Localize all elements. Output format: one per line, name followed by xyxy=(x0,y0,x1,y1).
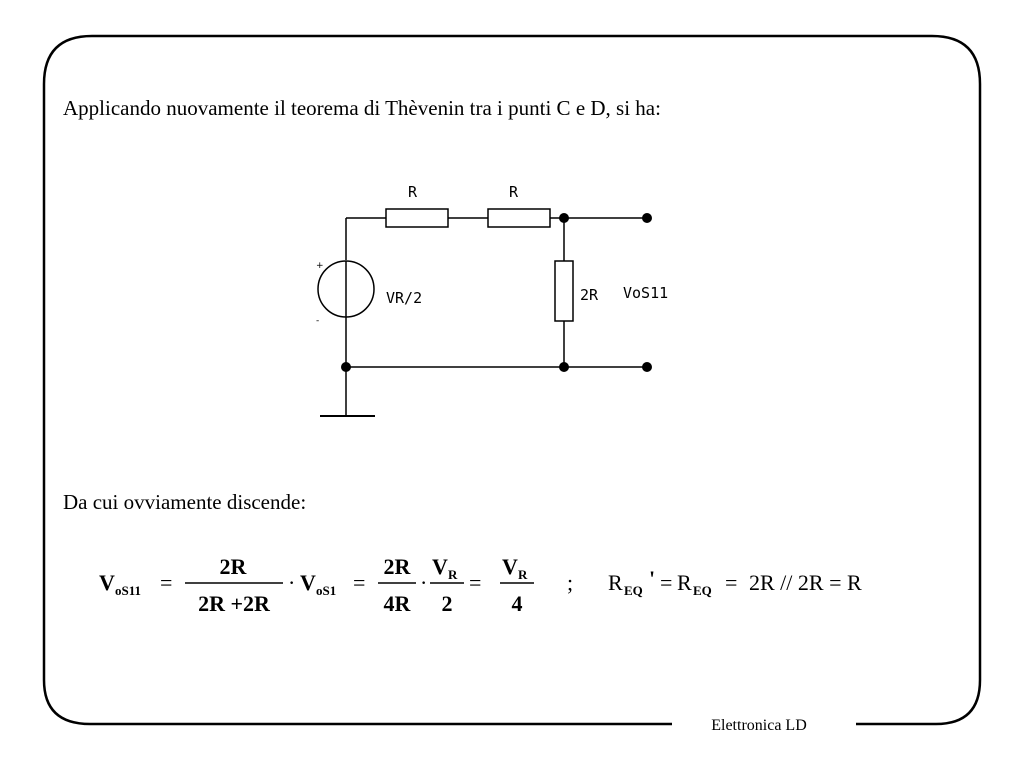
frac4-numerator-v: V xyxy=(502,554,518,579)
resistor-2-label: R xyxy=(509,183,519,201)
formula-req-2: R xyxy=(677,570,692,595)
frac3-denominator: 2 xyxy=(442,591,453,616)
formula-req-2-subscript: EQ xyxy=(693,583,712,598)
frac4-denominator: 4 xyxy=(512,591,523,616)
formula-req-1: R xyxy=(608,570,623,595)
formula-lhs-subscript: oS11 xyxy=(115,583,141,598)
formula-equals-5: = xyxy=(725,570,737,595)
frac1-denominator: 2R +2R xyxy=(198,591,271,616)
frac4-numerator-subscript: R xyxy=(518,567,528,582)
formula-result: 2R // 2R = R xyxy=(749,570,862,595)
frac3-numerator-subscript: R xyxy=(448,567,458,582)
node-bottom-right xyxy=(559,362,569,372)
circuit-diagram: + - R R VR/2 2R VoS11 xyxy=(316,183,668,417)
footer-label: Elettronica LD xyxy=(672,716,846,736)
frac1-numerator: 2R xyxy=(220,554,248,579)
resistor-3 xyxy=(554,260,574,322)
formula-separator: ; xyxy=(567,570,573,595)
formula-req-1-subscript: EQ xyxy=(624,583,643,598)
formula-dot-2: · xyxy=(420,570,427,595)
formula-v-os1-subscript: oS1 xyxy=(316,583,336,598)
output-voltage-label: VoS11 xyxy=(623,284,668,302)
terminal-c xyxy=(642,213,652,223)
formula-equals-4: = xyxy=(660,570,672,595)
frac2-numerator: 2R xyxy=(384,554,412,579)
terminal-d xyxy=(642,362,652,372)
conclusion-text: Da cui ovviamente discende: xyxy=(63,490,307,514)
formula-lhs: V xyxy=(99,570,115,595)
resistor-1-label: R xyxy=(408,183,418,201)
frame-border xyxy=(42,34,982,726)
formula-v-os1: V xyxy=(300,570,316,595)
resistor-2 xyxy=(487,208,551,228)
node-bottom-left xyxy=(341,362,351,372)
formula-equals-1: = xyxy=(160,570,172,595)
intro-text: Applicando nuovamente il teorema di Thèv… xyxy=(63,96,661,120)
formula: V oS11 = 2R 2R +2R · V oS1 = 2R 4R · V R… xyxy=(99,554,862,616)
source-label: VR/2 xyxy=(386,289,422,307)
formula-dot-1: · xyxy=(288,570,295,595)
resistor-3-label: 2R xyxy=(580,286,599,304)
formula-equals-2: = xyxy=(353,570,365,595)
source-plus-sign: + xyxy=(316,261,324,271)
resistor-1 xyxy=(385,208,449,228)
source-minus-sign: - xyxy=(316,316,319,326)
frac2-denominator: 4R xyxy=(384,591,412,616)
formula-equals-3: = xyxy=(469,570,481,595)
frac3-numerator-v: V xyxy=(432,554,448,579)
formula-req-1-prime: ' xyxy=(649,566,655,591)
